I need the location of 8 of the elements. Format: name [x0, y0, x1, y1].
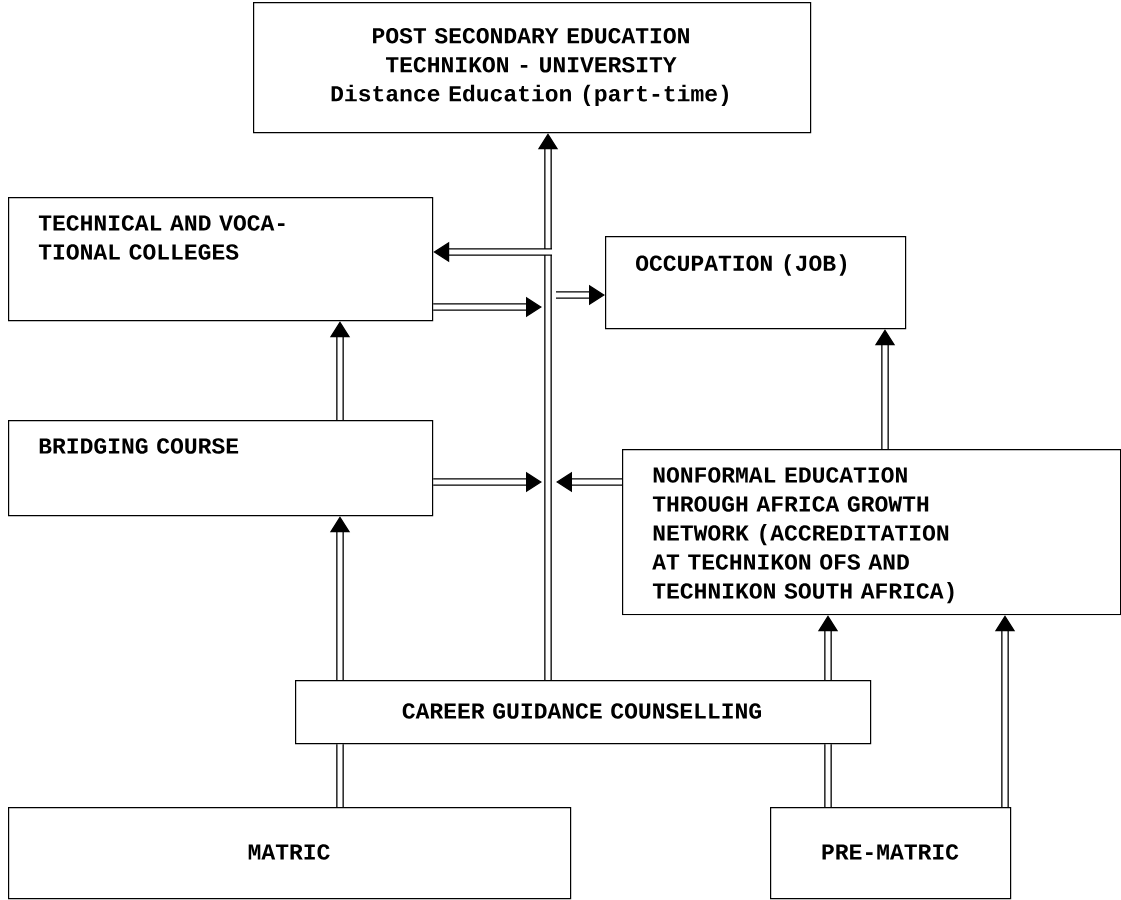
process-box: TECHNICAL AND VOCA- TIONAL COLLEGES: [8, 197, 434, 322]
process-box: CAREER GUIDANCE COUNSELLING: [295, 680, 872, 745]
process-box: MATRIC: [8, 807, 572, 900]
process-box: PRE-MATRIC: [770, 807, 1012, 900]
process-box: NONFORMAL EDUCATION THROUGH AFRICA GROWTH NETWORK (ACCREDITATION AT TECHNIKON OFS AND TECHNIKON SOUTH AFRICA): [622, 449, 1121, 616]
process-box: POST SECONDARY EDUCATION TECHNIKON - UNIVERSITY Distance Education (part-time): [253, 2, 812, 134]
process-box: BRIDGING COURSE: [8, 420, 434, 517]
process-box: OCCUPATION (JOB): [605, 236, 907, 330]
